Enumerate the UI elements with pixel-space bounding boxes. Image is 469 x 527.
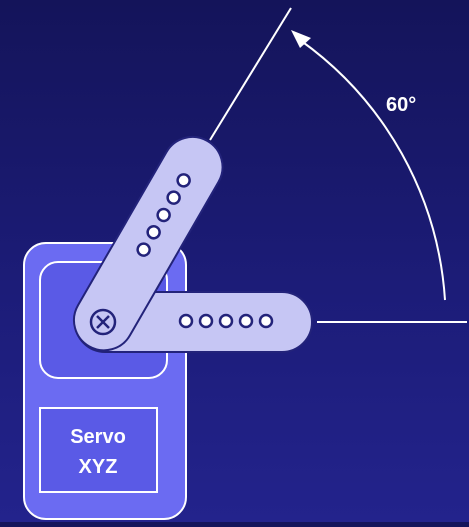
horn-hole — [166, 190, 181, 205]
horn-hole — [156, 207, 171, 223]
servo-label-line1: Servo — [70, 426, 126, 448]
horn-hole — [176, 173, 191, 188]
horn-rotated — [73, 135, 224, 352]
horn-hole — [238, 313, 254, 329]
servo-label-line2: XYZ — [79, 456, 118, 478]
servo-label-box — [39, 407, 158, 493]
horn-hole — [218, 313, 234, 329]
horn-rotated-holes — [136, 173, 191, 257]
horn-hole — [146, 225, 161, 240]
horn-hole — [198, 313, 214, 329]
plus-screw-icon — [89, 308, 117, 336]
horn-hole — [136, 242, 151, 257]
horn-hole — [258, 313, 274, 329]
angle-label: 60° — [386, 94, 416, 116]
horn-rotated-arm — [73, 135, 224, 352]
arrowhead-icon — [291, 30, 311, 48]
horn-horizontal-holes — [178, 313, 274, 329]
angle-arc — [299, 39, 446, 301]
horn-hole — [178, 313, 194, 329]
rotated-line — [209, 7, 292, 141]
